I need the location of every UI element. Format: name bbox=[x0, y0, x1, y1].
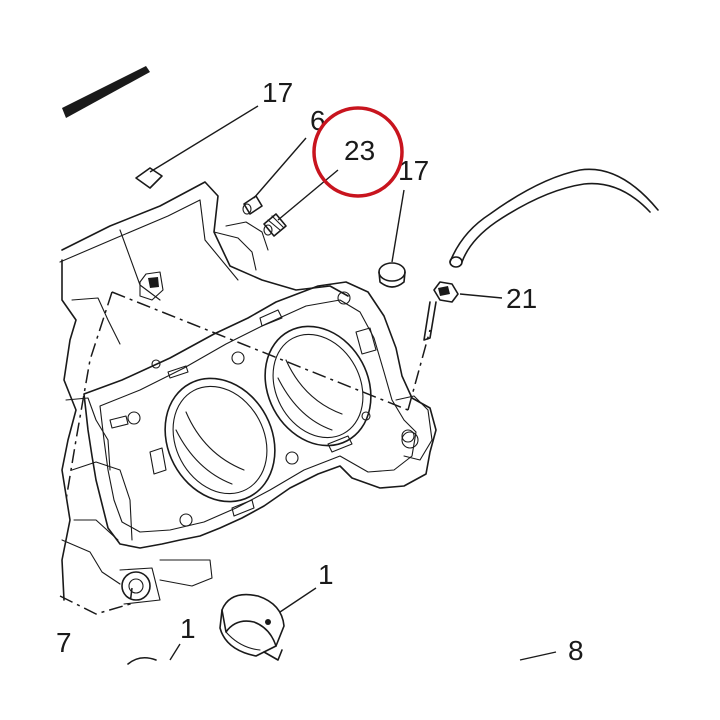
leader-8 bbox=[519, 651, 557, 661]
part-17-square-seal bbox=[135, 167, 163, 189]
callout-23: 23 bbox=[344, 135, 375, 166]
leader-lines bbox=[149, 105, 557, 661]
coolant-slots bbox=[109, 309, 377, 517]
callouts: 17 6 23 17 21 1 1 7 8 bbox=[56, 77, 584, 666]
callout-1-bottom: 1 bbox=[180, 613, 196, 644]
gasket-inner-outline bbox=[99, 299, 417, 533]
part-17-bush bbox=[378, 262, 406, 288]
part-1-bearing-partial bbox=[127, 656, 157, 665]
assembly-lines bbox=[59, 291, 431, 615]
breather-hose bbox=[449, 168, 659, 268]
callout-1-mid: 1 bbox=[318, 559, 334, 590]
assembly-line-top bbox=[111, 291, 409, 411]
callout-17-right: 17 bbox=[398, 155, 429, 186]
left-cylinder-bore bbox=[164, 377, 276, 503]
leader-23 bbox=[277, 169, 339, 221]
leader-17-top bbox=[149, 105, 259, 173]
right-cylinder-bore bbox=[264, 325, 372, 447]
left-body bbox=[61, 259, 77, 601]
leader-21 bbox=[459, 293, 503, 299]
leader-17-right bbox=[391, 189, 405, 263]
crankcase-assembly bbox=[59, 66, 437, 605]
assembly-line-left bbox=[65, 291, 113, 501]
cylinder-deck bbox=[83, 281, 437, 549]
leader-1-mid bbox=[279, 587, 317, 613]
part-23-threaded-plug bbox=[263, 213, 287, 237]
assembly-line-right-up bbox=[407, 329, 431, 411]
callout-7-edge: 7 bbox=[56, 627, 72, 658]
highlight-ring bbox=[312, 106, 404, 198]
block-connector bbox=[139, 271, 164, 301]
part-6-dowel bbox=[242, 195, 263, 215]
assembly-line-bottom bbox=[59, 587, 133, 615]
deck-bolt-holes bbox=[127, 291, 415, 527]
part-21-fitting bbox=[423, 281, 459, 341]
callout-8: 8 bbox=[568, 635, 584, 666]
callout-21: 21 bbox=[506, 283, 537, 314]
leader-6 bbox=[253, 137, 307, 199]
part-1-bearing-shell bbox=[219, 593, 285, 661]
lower-bearing-boss bbox=[121, 571, 151, 601]
leader-1-bottom bbox=[169, 643, 181, 661]
callout-17-top: 17 bbox=[262, 77, 293, 108]
